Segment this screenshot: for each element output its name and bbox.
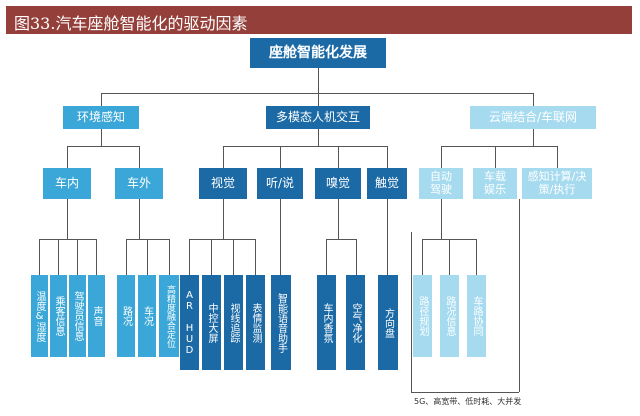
node-label: 环境感知 — [76, 109, 125, 124]
leaf-label: 智能语音助手 — [275, 292, 287, 353]
node-car-outside: 车外 — [115, 168, 163, 199]
leaf-air-purification: 空气净化 — [346, 275, 365, 370]
root-label: 座舱智能化发展 — [269, 44, 367, 61]
leaf-path-planning: 路径规划 — [413, 275, 432, 357]
leaf-driver-info: 驾驶员信息 — [69, 275, 86, 357]
leaf-label: 车路协同 — [471, 296, 482, 336]
title-bar: 图33.汽车座舱智能化的驱动因素 — [6, 6, 632, 34]
leaf-label: 温度&湿度 — [34, 290, 45, 342]
leaf-road-condition: 路况 — [117, 275, 135, 357]
node-label: 车内 — [54, 175, 79, 190]
leaf-vehicle-condition: 车况 — [138, 275, 156, 357]
node-env-perception: 环境感知 — [63, 106, 139, 129]
node-compute-decide: 感知计算/决策/执行 — [522, 168, 592, 199]
figure-title: 图33.汽车座舱智能化的驱动因素 — [14, 14, 248, 33]
leaf-label: 路况信息 — [444, 296, 455, 336]
node-label: 多模态人机交互 — [275, 109, 360, 124]
leaf-label: AR HUD — [184, 289, 195, 356]
node-label: 触觉 — [374, 175, 399, 190]
node-autodrive: 自动驾驶 — [419, 168, 463, 199]
leaf-label: 空气净化 — [350, 302, 361, 343]
node-label: 听/说 — [265, 175, 295, 190]
leaf-label: 视线追踪 — [228, 302, 239, 343]
leaf-center-display: 中控大屏 — [202, 275, 221, 370]
footnote-5g: 5G、高宽带、低时耗、大并发 — [414, 397, 522, 406]
node-hearing: 听/说 — [257, 168, 303, 199]
leaf-label: 高精度融合定位 — [164, 284, 175, 348]
leaf-label: 声音 — [91, 306, 102, 326]
leaf-label: 方向盘 — [382, 307, 394, 338]
leaf-label: 路径规划 — [417, 296, 428, 336]
leaf-cabin-fragrance: 车内香氛 — [317, 275, 336, 370]
leaf-v2x-coordination: 车路协同 — [467, 275, 486, 357]
node-vision: 视觉 — [199, 168, 247, 199]
node-infotainment: 车载娱乐 — [473, 168, 517, 199]
leaf-steering-wheel: 方向盘 — [378, 275, 398, 370]
node-label: 感知计算/决策/执行 — [527, 169, 587, 196]
leaf-sound: 声音 — [88, 275, 105, 357]
node-touch: 触觉 — [367, 168, 407, 199]
leaf-label: 路况 — [120, 306, 132, 326]
node-label: 嗅觉 — [325, 175, 350, 190]
leaf-label: 中控大屏 — [206, 302, 217, 343]
leaf-gaze-tracking: 视线追踪 — [224, 275, 243, 370]
node-label: 视觉 — [210, 175, 235, 190]
leaf-temp-humidity: 温度&湿度 — [31, 275, 48, 357]
leaf-label: 乘客信息 — [53, 296, 64, 336]
node-smell: 嗅觉 — [315, 168, 361, 199]
node-cloud-iov: 云端结合/车联网 — [470, 106, 596, 129]
leaf-hd-positioning: 高精度融合定位 — [159, 275, 179, 357]
leaf-voice-assistant: 智能语音助手 — [271, 275, 291, 370]
node-label: 自动驾驶 — [430, 169, 452, 196]
leaf-expression-monitor: 表情监测 — [246, 275, 265, 370]
node-label: 云端结合/车联网 — [488, 109, 578, 124]
root-node: 座舱智能化发展 — [250, 38, 386, 68]
leaf-road-info: 路况信息 — [440, 275, 459, 357]
leaf-ar-hud: AR HUD — [180, 275, 199, 370]
leaf-label: 表情监测 — [250, 302, 261, 343]
leaf-label: 车况 — [141, 306, 153, 326]
node-label: 车载娱乐 — [484, 169, 506, 196]
node-car-inside: 车内 — [43, 168, 91, 199]
node-multimodal-hmi: 多模态人机交互 — [266, 106, 370, 129]
leaf-label: 车内香氛 — [321, 302, 332, 343]
leaf-label: 驾驶员信息 — [72, 291, 83, 341]
node-label: 车外 — [126, 175, 151, 190]
leaf-passenger-info: 乘客信息 — [50, 275, 67, 357]
